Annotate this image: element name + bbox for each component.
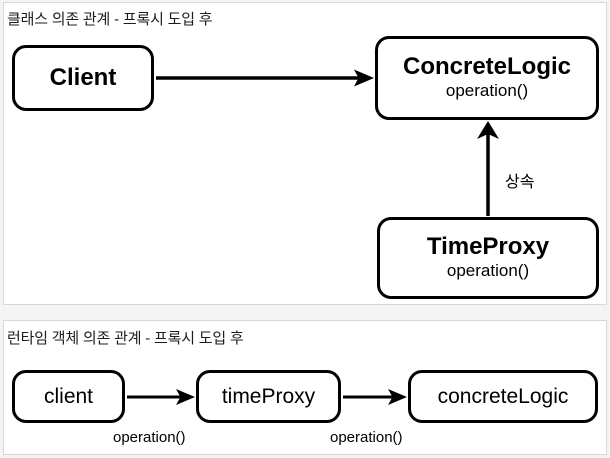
runtime-panel-title: 런타임 객체 의존 관계 - 프록시 도입 후 bbox=[7, 330, 244, 347]
class-node-concretelogic[interactable]: ConcreteLogic operation() bbox=[375, 36, 599, 120]
class-node-concretelogic-name: ConcreteLogic bbox=[402, 53, 572, 81]
object-node-concretelogic[interactable]: concreteLogic bbox=[408, 370, 598, 423]
inheritance-edge-label: 상속 bbox=[505, 174, 535, 191]
object-node-client[interactable]: client bbox=[12, 370, 125, 423]
object-node-timeproxy[interactable]: timeProxy bbox=[196, 370, 341, 423]
class-node-concretelogic-operation: operation() bbox=[445, 81, 529, 101]
class-node-client[interactable]: Client bbox=[12, 45, 154, 111]
object-node-concretelogic-name: concreteLogic bbox=[437, 384, 569, 408]
class-node-client-name: Client bbox=[49, 64, 117, 92]
class-node-timeproxy-name: TimeProxy bbox=[426, 233, 550, 261]
class-node-timeproxy[interactable]: TimeProxy operation() bbox=[377, 217, 599, 299]
object-node-timeproxy-name: timeProxy bbox=[221, 384, 316, 408]
object-node-client-name: client bbox=[43, 384, 94, 408]
message-edge-label-timeproxy-concretelogic: operation() bbox=[330, 429, 403, 446]
class-panel-title: 클래스 의존 관계 - 프록시 도입 후 bbox=[7, 11, 213, 28]
class-node-timeproxy-operation: operation() bbox=[446, 261, 530, 281]
message-edge-label-client-timeproxy: operation() bbox=[113, 429, 186, 446]
